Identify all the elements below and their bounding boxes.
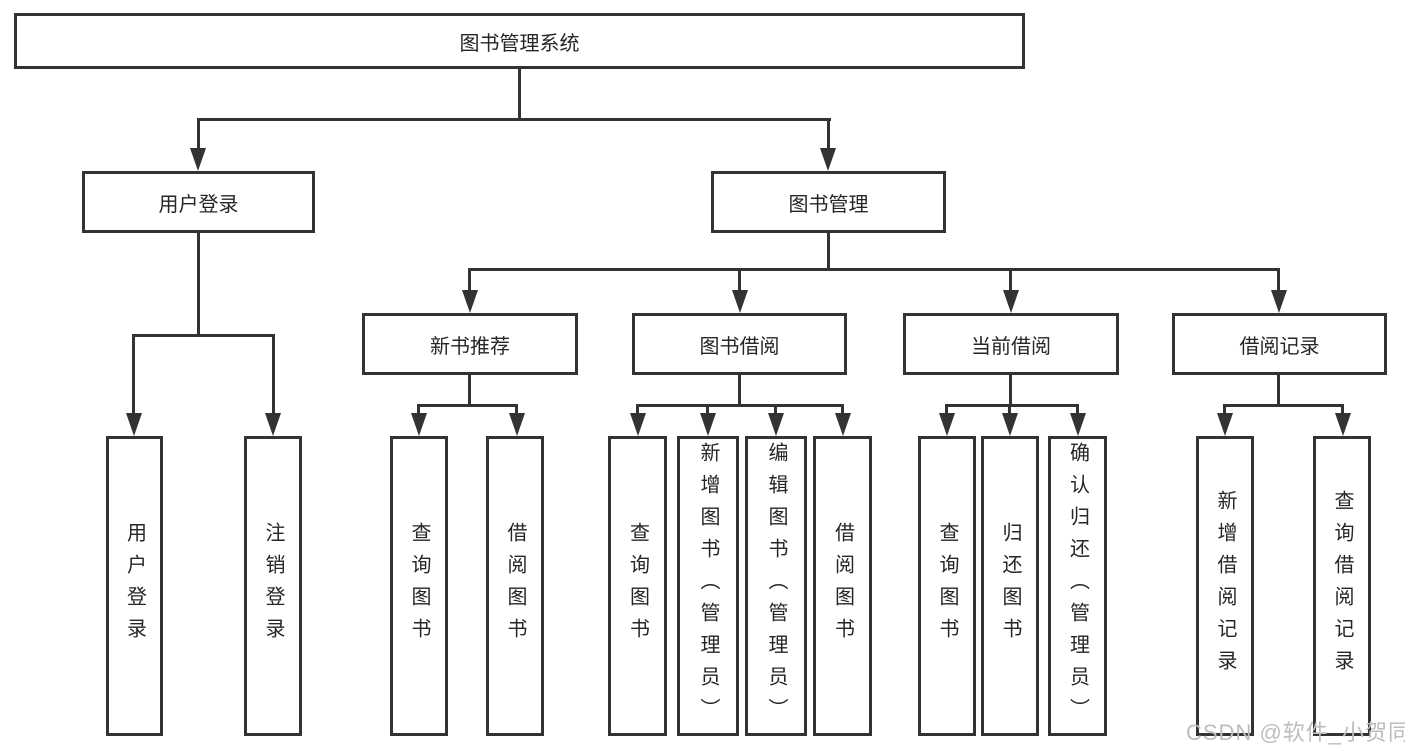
connector-line — [841, 404, 844, 416]
arrowhead-down-icon — [1002, 413, 1018, 436]
leaf-logout: 注销登录 — [244, 436, 302, 736]
node-label: 新增借阅记录 — [1214, 490, 1236, 682]
connector-line — [468, 375, 471, 407]
node-borrowing-records: 借阅记录 — [1172, 313, 1387, 375]
node-label: 图书管理系统 — [459, 32, 580, 55]
connector-line — [827, 233, 830, 271]
connector-line — [636, 404, 844, 407]
node-label: 归还图书 — [999, 522, 1021, 650]
node-book-management: 图书管理 — [711, 171, 946, 233]
arrowhead-down-icon — [126, 413, 142, 436]
connector-line — [468, 268, 471, 292]
node-label: 用户登录 — [123, 522, 146, 650]
node-current-borrowing: 当前借阅 — [903, 313, 1119, 375]
arrowhead-down-icon — [1070, 413, 1086, 436]
node-label: 新书推荐 — [430, 335, 510, 358]
connector-line — [1008, 404, 1011, 416]
leaf-add-borrow-record: 新增借阅记录 — [1196, 436, 1254, 736]
leaf-query-books-recommend: 查询图书 — [390, 436, 448, 736]
connector-line — [1223, 404, 1344, 407]
arrowhead-down-icon — [265, 413, 281, 436]
node-user-login: 用户登录 — [82, 171, 315, 233]
connector-line — [468, 268, 1280, 271]
arrowhead-down-icon — [700, 413, 716, 436]
connector-line — [1341, 404, 1344, 416]
connector-line — [515, 404, 518, 416]
connector-line — [197, 233, 200, 337]
node-new-book-recommendation: 新书推荐 — [362, 313, 578, 375]
node-system-root: 图书管理系统 — [14, 13, 1025, 69]
connector-line — [197, 118, 200, 150]
arrowhead-down-icon — [509, 413, 525, 436]
arrowhead-down-icon — [939, 413, 955, 436]
leaf-query-borrow-record: 查询借阅记录 — [1313, 436, 1371, 736]
node-book-borrowing: 图书借阅 — [632, 313, 847, 375]
connector-line — [945, 404, 1079, 407]
connector-line — [417, 404, 518, 407]
connector-line — [738, 375, 741, 407]
node-label: 查询图书 — [626, 522, 649, 650]
connector-line — [197, 118, 831, 121]
connector-line — [417, 404, 420, 416]
leaf-borrow-books-recommend: 借阅图书 — [486, 436, 544, 736]
connector-line — [827, 118, 830, 150]
connector-line — [1076, 404, 1079, 416]
node-label: 图书借阅 — [699, 335, 780, 358]
connector-line — [774, 404, 777, 416]
csdn-watermark: CSDN @软件_小贺同学 — [1186, 720, 1405, 745]
connector-line — [518, 69, 521, 120]
arrowhead-down-icon — [1335, 413, 1351, 436]
node-label: 当前借阅 — [971, 335, 1051, 358]
leaf-add-books-admin: 新增图书（管理员） — [677, 436, 739, 736]
arrowhead-down-icon — [732, 290, 748, 313]
arrowhead-down-icon — [1217, 413, 1233, 436]
leaf-edit-books-admin: 编辑图书（管理员） — [745, 436, 807, 736]
arrowhead-down-icon — [462, 290, 478, 313]
leaf-borrow-books: 借阅图书 — [813, 436, 872, 736]
node-label: 借阅图书 — [831, 522, 854, 650]
arrowhead-down-icon — [190, 148, 206, 171]
node-label: 图书管理 — [788, 193, 869, 216]
arrowhead-down-icon — [835, 413, 851, 436]
connector-line — [1277, 375, 1280, 407]
node-label: 借阅记录 — [1239, 335, 1320, 358]
leaf-confirm-return-admin: 确认归还（管理员） — [1048, 436, 1107, 736]
node-label: 编辑图书（管理员） — [765, 442, 787, 730]
node-label: 确认归还（管理员） — [1066, 442, 1089, 730]
arrowhead-down-icon — [1003, 290, 1019, 313]
arrowhead-down-icon — [411, 413, 427, 436]
connector-line — [272, 334, 275, 414]
leaf-query-books-borrow: 查询图书 — [608, 436, 667, 736]
leaf-user-login: 用户登录 — [106, 436, 163, 736]
node-label: 查询图书 — [408, 522, 430, 650]
node-label: 用户登录 — [158, 193, 239, 216]
connector-line — [1009, 375, 1012, 407]
node-label: 借阅图书 — [504, 522, 526, 650]
node-label: 查询借阅记录 — [1331, 490, 1353, 682]
leaf-return-books: 归还图书 — [981, 436, 1039, 736]
connector-line — [132, 334, 135, 414]
connector-line — [706, 404, 709, 416]
arrowhead-down-icon — [1271, 290, 1287, 313]
connector-line — [945, 404, 948, 416]
connector-line — [1223, 404, 1226, 416]
arrowhead-down-icon — [630, 413, 646, 436]
node-label: 新增图书（管理员） — [697, 442, 719, 730]
connector-line — [636, 404, 639, 416]
arrowhead-down-icon — [820, 148, 836, 171]
arrowhead-down-icon — [768, 413, 784, 436]
connector-line — [1277, 268, 1280, 292]
node-label: 注销登录 — [262, 522, 284, 650]
connector-line — [1009, 268, 1012, 292]
leaf-query-books-current: 查询图书 — [918, 436, 976, 736]
connector-line — [132, 334, 275, 337]
node-label: 查询图书 — [936, 522, 958, 650]
connector-line — [738, 268, 741, 292]
